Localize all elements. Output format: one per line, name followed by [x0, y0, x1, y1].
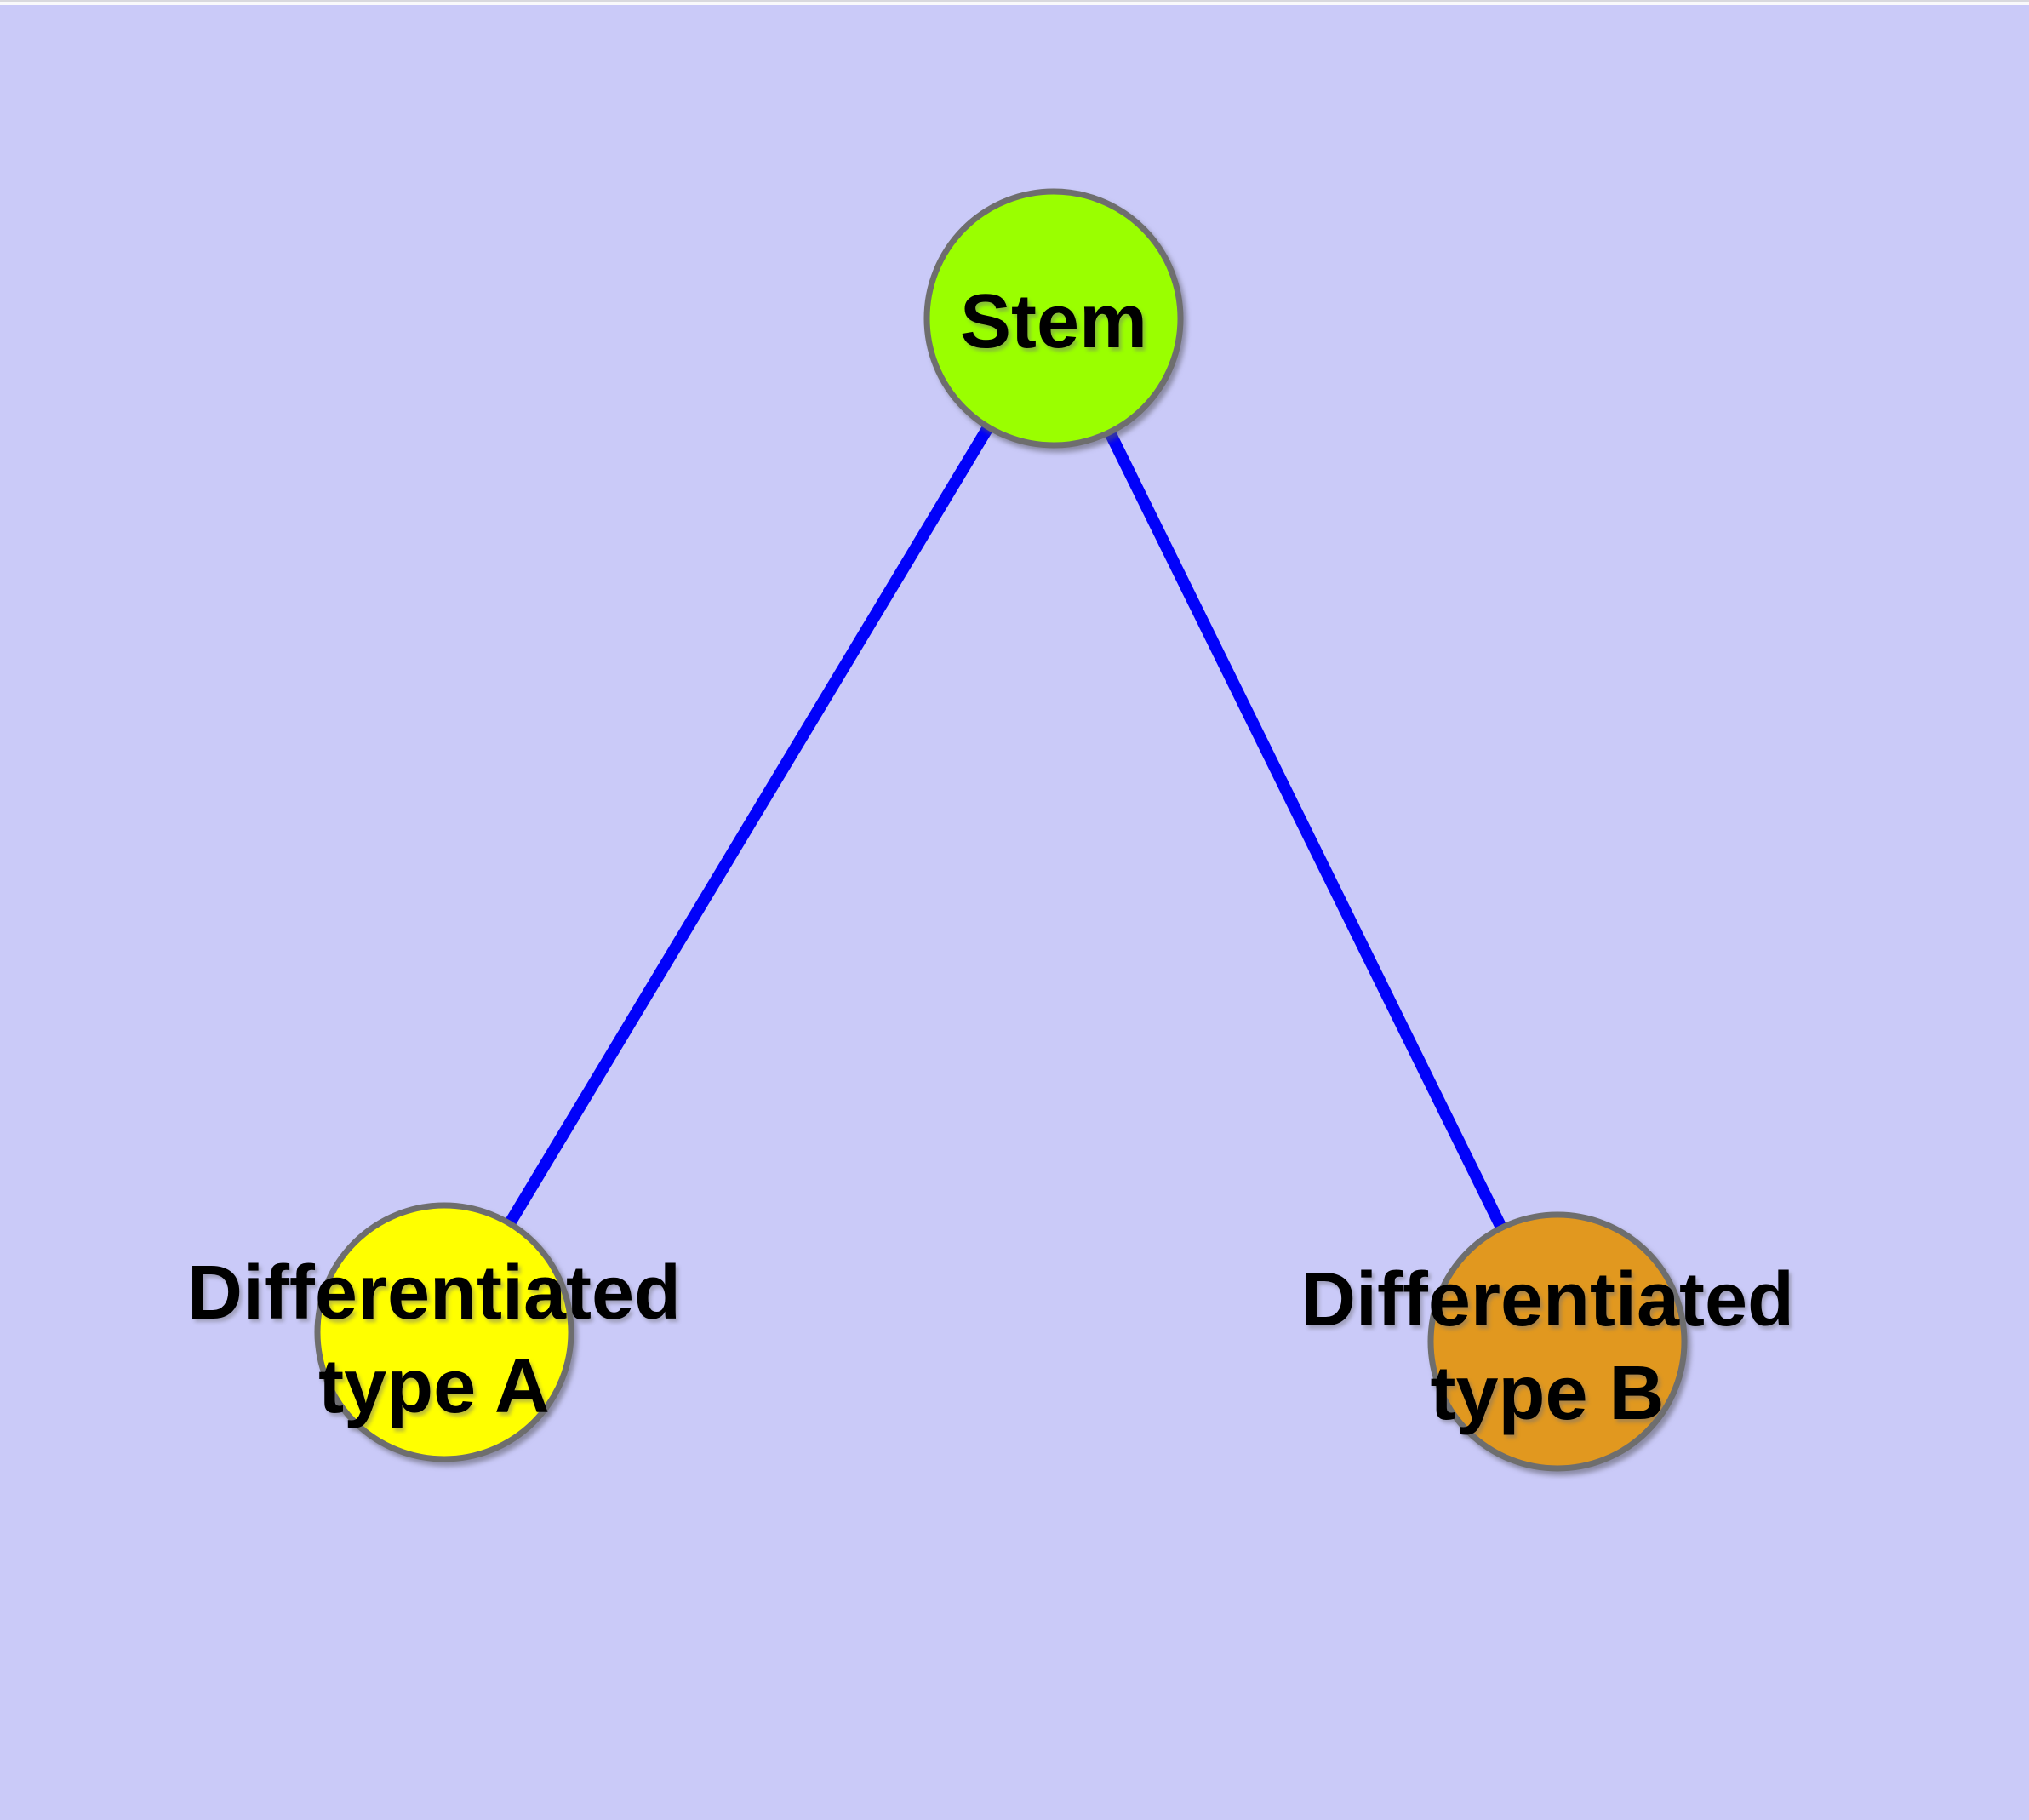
top-edge-hairline: [0, 0, 2029, 2]
node-stem-label: Stem: [960, 279, 1147, 364]
node-type-a-label-line2: type A: [318, 1344, 550, 1429]
edge-stem-to-type-a: [439, 315, 1059, 1336]
node-type-b-label-line1: Differentiated: [1300, 1257, 1794, 1342]
node-stem: [923, 188, 1184, 449]
node-differentiated-type-b: [1427, 1211, 1688, 1472]
node-type-b-label-line2: type B: [1430, 1351, 1664, 1436]
edge-stem-to-type-b: [1048, 315, 1563, 1345]
node-type-a-label-line1: Differentiated: [187, 1251, 681, 1336]
top-edge-strip: [0, 0, 2029, 5]
node-differentiated-type-a: [314, 1202, 574, 1462]
